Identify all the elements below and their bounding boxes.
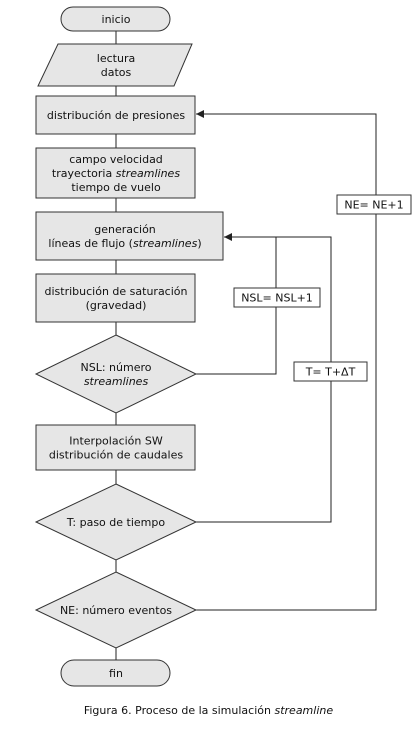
node-saturation-text: distribución de saturación(gravedad) bbox=[45, 285, 188, 312]
node-events-text: NE: número eventos bbox=[60, 604, 172, 617]
node-end-text: fin bbox=[109, 667, 123, 680]
node-timestep: T: paso de tiempo bbox=[34, 483, 198, 561]
loop-label-t-text: T= T+ΔT bbox=[305, 366, 356, 379]
caption-italic: streamline bbox=[274, 704, 334, 717]
loop-label-nsl: NSL= NSL+1 bbox=[233, 287, 321, 308]
loop-label-t: T= T+ΔT bbox=[293, 361, 368, 382]
caption-text: Figura 6. Proceso de la simulación bbox=[83, 704, 275, 717]
node-pressure-text: distribución de presiones bbox=[47, 109, 185, 122]
node-end: fin bbox=[60, 659, 171, 687]
loop-label-nsl-text: NSL= NSL+1 bbox=[241, 292, 313, 305]
node-start: inicio bbox=[60, 6, 171, 32]
node-events: NE: número eventos bbox=[34, 571, 198, 649]
node-pressure: distribución de presiones bbox=[35, 95, 196, 135]
edge-loop-ne bbox=[196, 110, 377, 611]
node-saturation: distribución de saturación(gravedad) bbox=[35, 273, 196, 323]
node-start-text: inicio bbox=[102, 13, 131, 26]
node-timestep-text: T: paso de tiempo bbox=[66, 516, 165, 529]
loop-label-ne-text: NE= NE+1 bbox=[344, 199, 403, 212]
figure-caption: Figura 6. Proceso de la simulación strea… bbox=[0, 704, 417, 717]
loop-label-ne: NE= NE+1 bbox=[336, 194, 412, 215]
